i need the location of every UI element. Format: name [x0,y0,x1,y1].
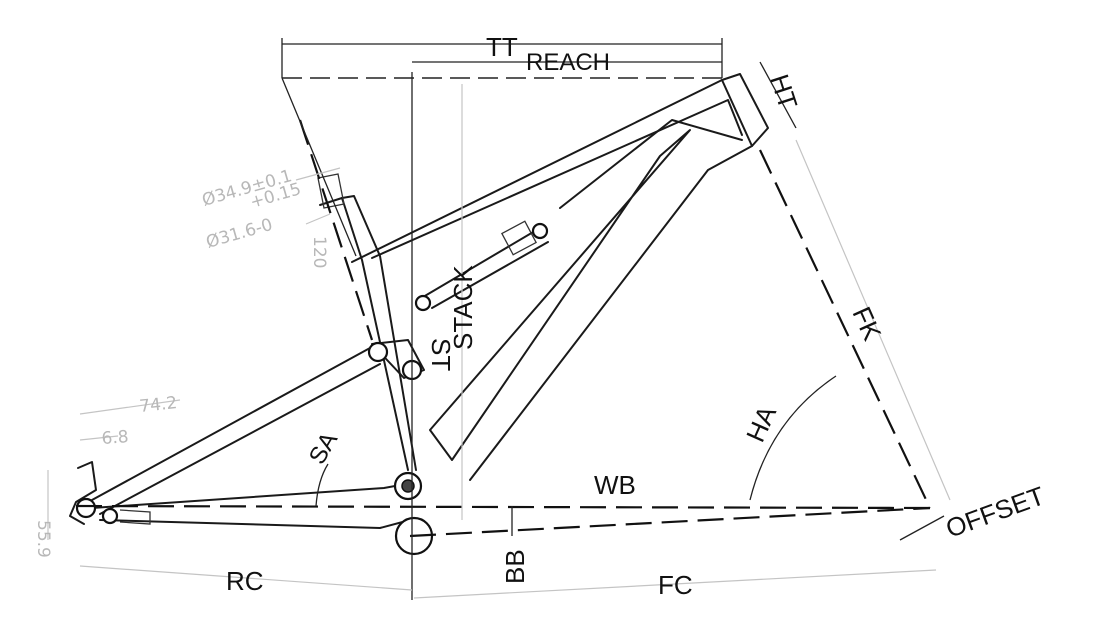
label-fc: FC [658,570,693,600]
label-stack: STACK [448,265,478,350]
label-st: ST [426,338,456,371]
label-reach: REACH [526,49,610,76]
label-sa: SA [304,428,343,469]
dropout-width-label: 74.2 [138,393,178,417]
label-bb: BB [500,549,530,584]
geometry-lines [75,72,931,600]
dropout-height-label: 55.9 [33,520,53,558]
dropout-offset-label: 6.8 [101,427,129,449]
label-ha: HA [740,401,782,447]
dimension-lines [79,38,951,599]
frame-outline [69,73,769,556]
geometry-labels: TT REACH HT STACK ST FK HA SA WB OFFSET … [226,32,1049,600]
seatpost-inner-label: Ø31.6-0 [204,215,275,253]
label-rc: RC [226,566,264,596]
label-wb: WB [594,470,636,500]
label-offset: OFFSET [942,480,1049,543]
label-ht: HT [764,71,803,113]
label-tt: TT [486,32,518,62]
seatpost-length-label: 120 [309,236,329,268]
